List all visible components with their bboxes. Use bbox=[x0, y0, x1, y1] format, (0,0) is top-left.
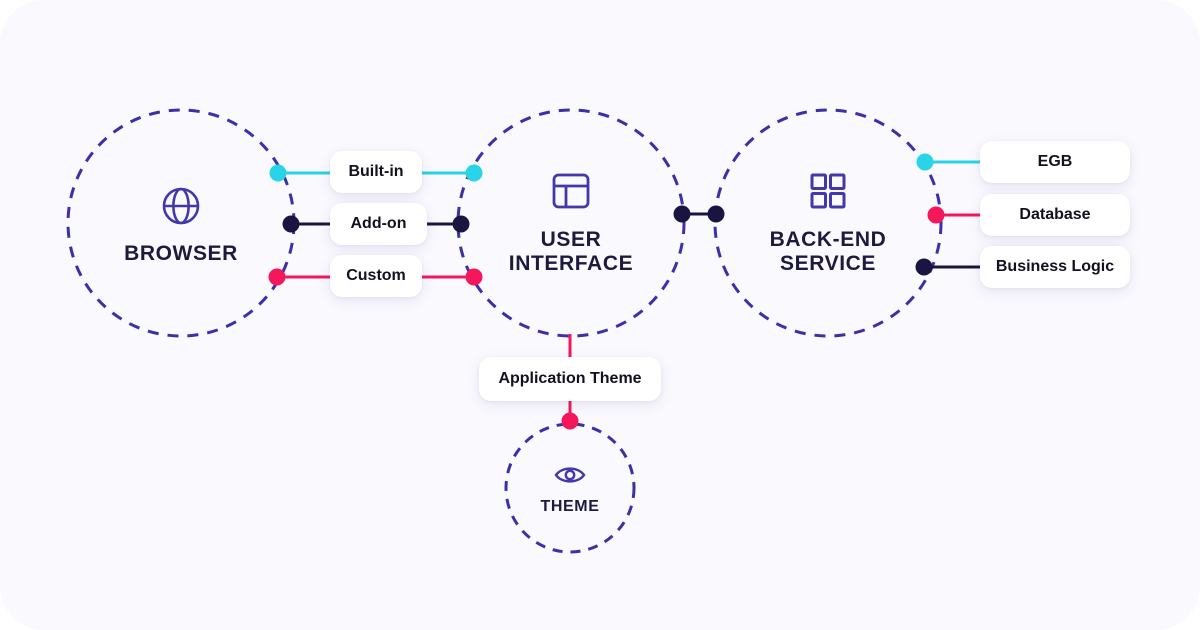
connector-custom bbox=[268, 268, 483, 286]
chip-custom-label: Custom bbox=[346, 267, 406, 284]
node-back-end-service-label: BACK-END SERVICE bbox=[769, 228, 887, 275]
node-user-interface[interactable]: USER INTERFACE bbox=[458, 110, 684, 336]
chip-business-logic[interactable]: Business Logic bbox=[980, 246, 1130, 288]
connector-database bbox=[927, 206, 985, 224]
chip-business-logic-label: Business Logic bbox=[995, 258, 1115, 275]
chip-application-theme-label: Application Theme bbox=[498, 370, 642, 387]
globe-icon bbox=[159, 184, 203, 228]
chip-database[interactable]: Database bbox=[980, 194, 1130, 236]
grid-icon bbox=[807, 170, 849, 212]
eye-icon bbox=[553, 461, 587, 489]
back-end-service-circle-outline bbox=[713, 108, 943, 338]
connector-addon bbox=[282, 215, 470, 233]
connector-dot-database bbox=[927, 206, 945, 224]
connector-dot-builtin-right bbox=[465, 164, 483, 182]
node-theme-label: THEME bbox=[540, 497, 600, 515]
connector-dot-addon-left bbox=[282, 215, 300, 233]
node-browser[interactable]: BROWSER bbox=[68, 110, 294, 336]
connector-dot-custom-left bbox=[268, 268, 286, 286]
node-theme[interactable]: THEME bbox=[506, 424, 634, 552]
connector-dot-theme bbox=[561, 412, 579, 430]
chip-custom[interactable]: Custom bbox=[330, 255, 422, 297]
chip-egb[interactable]: EGB bbox=[980, 141, 1130, 183]
chip-built-in-label: Built-in bbox=[348, 163, 404, 180]
theme-circle-outline bbox=[504, 422, 636, 554]
connector-dot-egb bbox=[916, 153, 934, 171]
connector-dot-ui-backend-right bbox=[707, 205, 725, 223]
connector-dot-addon-right bbox=[452, 215, 470, 233]
node-browser-label: BROWSER bbox=[124, 242, 238, 266]
chip-egb-label: EGB bbox=[1037, 153, 1073, 170]
chip-built-in[interactable]: Built-in bbox=[330, 151, 422, 193]
chip-database-label: Database bbox=[1019, 206, 1091, 223]
connector-dot-ui-backend-left bbox=[673, 205, 691, 223]
connector-egb bbox=[916, 153, 985, 171]
connector-builtin bbox=[269, 164, 483, 182]
connector-business-logic bbox=[915, 258, 985, 276]
connector-dot-builtin-left bbox=[269, 164, 287, 182]
chip-add-on[interactable]: Add-on bbox=[330, 203, 427, 245]
user-interface-circle-outline bbox=[456, 108, 686, 338]
connector-dot-custom-right bbox=[465, 268, 483, 286]
node-user-interface-label: USER INTERFACE bbox=[508, 228, 634, 275]
chip-application-theme[interactable]: Application Theme bbox=[479, 357, 661, 401]
connector-ui-backend bbox=[673, 205, 725, 223]
node-back-end-service[interactable]: BACK-END SERVICE bbox=[715, 110, 941, 336]
connector-dot-business-logic bbox=[915, 258, 933, 276]
chip-add-on-label: Add-on bbox=[350, 215, 407, 232]
layout-icon bbox=[550, 170, 592, 212]
